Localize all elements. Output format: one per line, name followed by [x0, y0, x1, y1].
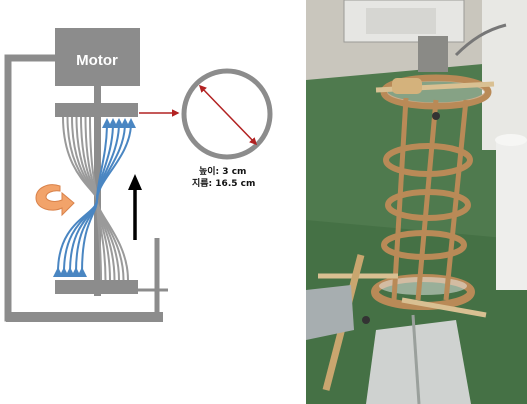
top-plate	[55, 103, 138, 117]
bottom-plate	[55, 280, 138, 294]
metal-base	[366, 320, 471, 404]
machine-panel	[366, 8, 436, 34]
base-foot	[6, 312, 163, 322]
machine-chuck	[418, 36, 448, 72]
spec-diameter: 지름: 16.5 cm	[192, 177, 255, 189]
cable	[454, 23, 507, 57]
ring-diameter	[198, 84, 258, 146]
cage-apparatus	[318, 74, 495, 324]
motor-label: Motor	[76, 52, 118, 69]
motor-box	[55, 28, 140, 86]
up-arrow-icon	[128, 174, 142, 240]
blue-strand	[76, 118, 136, 278]
curved-rotation-arrow-icon	[35, 184, 75, 217]
spec-height: 높이: 3 cm	[199, 165, 246, 177]
helix-strands	[52, 116, 136, 281]
machine-cable-tube	[482, 0, 527, 150]
apparatus-photo	[306, 0, 527, 404]
metal-bracket	[306, 285, 354, 340]
gas-cylinder	[496, 140, 527, 290]
helix-twisting-schematic: Motor 높이: 3 cm 지름: 16.5 cm	[4, 28, 273, 322]
